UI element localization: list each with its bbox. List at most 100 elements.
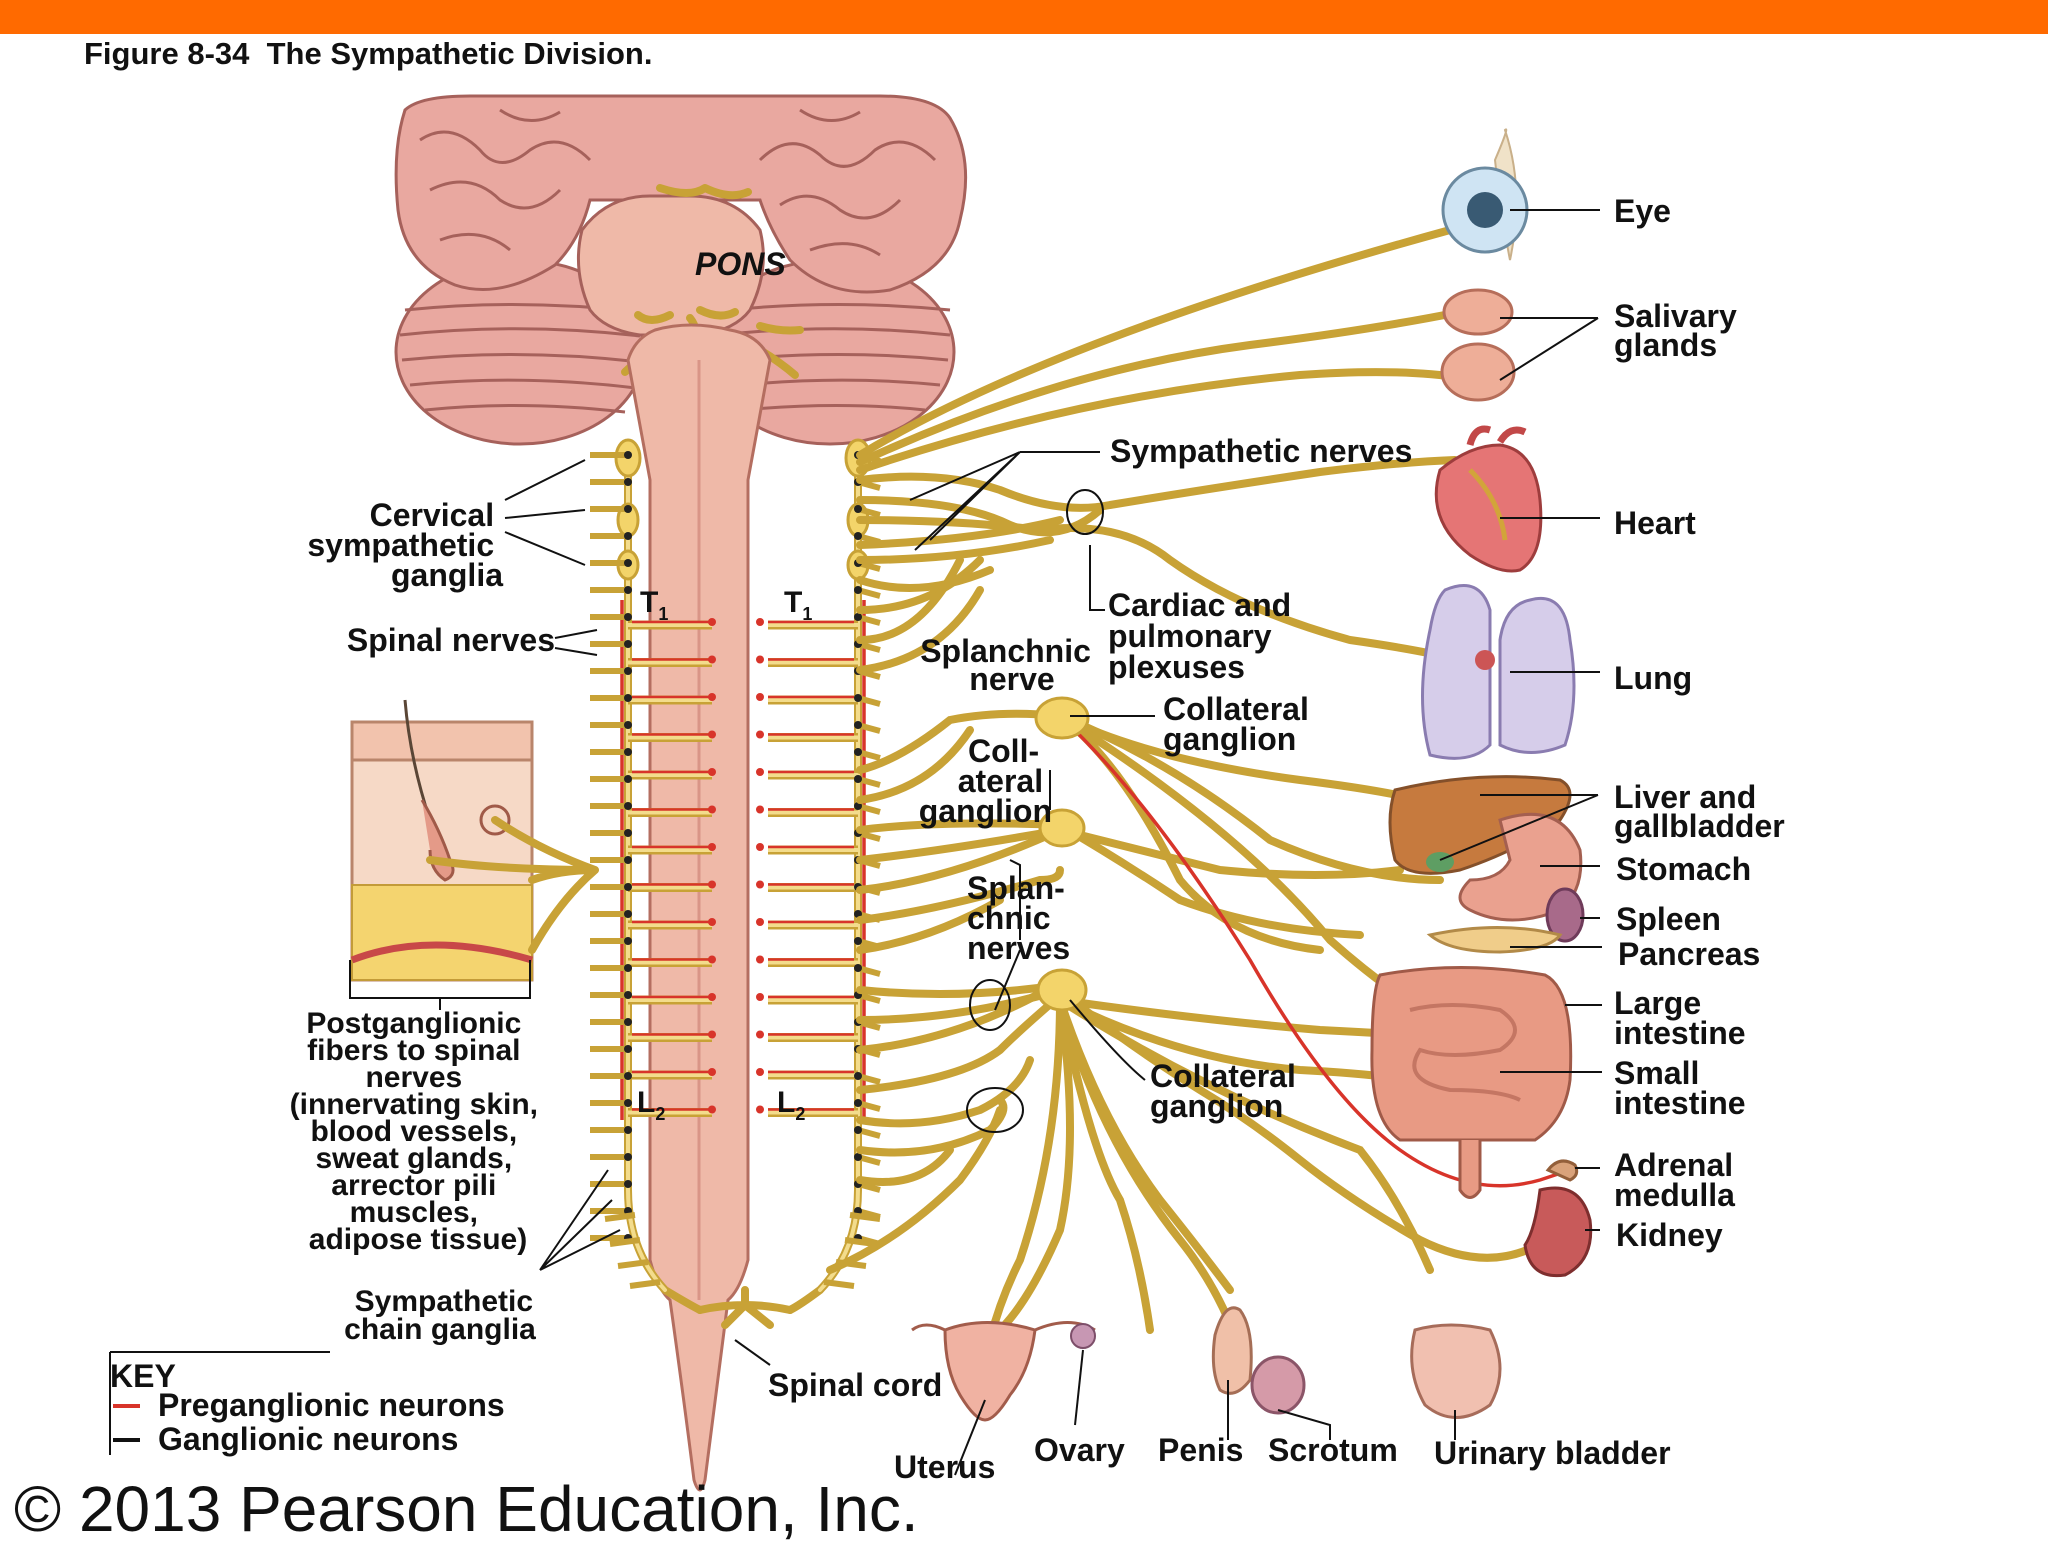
cord-root-dot — [708, 655, 716, 664]
lung-label: Lung — [1614, 660, 1692, 696]
sacral-nerve-stub — [823, 1279, 855, 1289]
splanchnic-nerve-label: Splanchnic nerve — [920, 633, 1100, 697]
heart-illustration — [1434, 425, 1543, 573]
chain-ganglion-dot — [624, 451, 632, 459]
chain-ganglion-dot — [624, 910, 632, 918]
legend-key: KEY Preganglionic neurons Ganglionic neu… — [110, 1358, 505, 1457]
key-ganglionic: Ganglionic neurons — [158, 1421, 458, 1457]
male-organs-illustration — [1211, 1306, 1306, 1415]
chain-ganglion-dot — [854, 694, 862, 702]
ovary-label: Ovary — [1034, 1432, 1125, 1468]
copyright-notice: © 2013 Pearson Education, Inc. — [14, 1473, 919, 1545]
cord-root-dot — [756, 693, 764, 701]
chain-ganglion-dot — [624, 532, 632, 540]
sympathetic-chain-ganglia-label: Sympathetic chain ganglia — [344, 1285, 541, 1346]
chain-ganglion-dot — [854, 937, 862, 945]
cord-root-dot — [756, 730, 764, 739]
skin-illustration — [350, 699, 599, 982]
chain-ganglion-dot — [624, 937, 632, 945]
cord-root-dot — [708, 1068, 716, 1076]
chain-ganglion-dot — [854, 964, 862, 972]
chain-ganglion-dot — [624, 1018, 632, 1026]
cord-root-dot — [708, 918, 716, 926]
urinary-bladder-label: Urinary bladder — [1434, 1435, 1671, 1471]
collateral-ganglion-low-label: Collateral ganglion — [1150, 1058, 1305, 1124]
sympathetic-nerves-label: Sympathetic nerves — [1110, 433, 1412, 469]
pancreas-label: Pancreas — [1618, 936, 1760, 972]
header-bar — [0, 0, 2048, 34]
cord-root-dot — [756, 955, 764, 964]
chain-ganglion-dot — [624, 1126, 632, 1134]
chain-ganglion-dot — [624, 964, 632, 972]
cord-root-dot — [756, 618, 764, 626]
chain-ganglion-dot — [624, 1045, 632, 1053]
chain-ganglion-dot — [624, 694, 632, 702]
sacral-nerve-stub — [609, 1237, 641, 1247]
chain-ganglion-dot — [624, 505, 632, 513]
salivary-glands-illustration — [1440, 288, 1516, 402]
adrenal-medulla-label: Adrenal medulla — [1614, 1147, 1742, 1213]
chain-ganglion-dot — [854, 586, 862, 594]
chain-ganglion-dot — [854, 748, 862, 756]
chain-ganglion-dot — [854, 802, 862, 810]
chain-ganglion-dot — [624, 991, 632, 999]
chain-ganglion-dot — [854, 1153, 862, 1161]
spinal-nerves-label: Spinal nerves — [347, 622, 555, 658]
chain-ganglion-dot — [624, 1072, 632, 1080]
chain-ganglion-dot — [854, 721, 862, 729]
liver-gallbladder-label: Liver and gallbladder — [1614, 779, 1785, 844]
cord-root-dot — [756, 1068, 764, 1076]
pons-label: PONS — [695, 246, 786, 282]
intestines-illustration — [1370, 966, 1573, 1199]
cervical-ganglia-label: Cervical sympathetic ganglia — [307, 497, 503, 593]
sacral-nerve-stub — [617, 1259, 649, 1269]
uterus-illustration — [911, 1321, 1096, 1422]
chain-ganglion-dot — [624, 748, 632, 756]
chain-ganglion-dot — [854, 775, 862, 783]
cord-root-dot — [708, 1030, 716, 1039]
cord-root-dot — [756, 1105, 764, 1114]
salivary-glands-label: Salivary glands — [1614, 298, 1746, 363]
penis-label: Penis — [1158, 1432, 1243, 1468]
chain-ganglion-dot — [624, 640, 632, 648]
cord-root-dot — [708, 993, 716, 1001]
sacral-nerve-stub — [844, 1237, 876, 1247]
cord-root-dot — [708, 843, 716, 851]
sacral-nerve-stub — [629, 1279, 661, 1289]
chain-ganglion-dot — [854, 532, 862, 540]
postganglionic-fibers-label: Postganglionic fibers to spinal nerves (… — [290, 1007, 547, 1256]
spinal-cord-label: Spinal cord — [768, 1367, 942, 1403]
figure-title: Figure 8-34 The Sympathetic Division. — [84, 36, 653, 71]
chain-ganglion-dot — [624, 613, 632, 621]
chain-ganglion-dot — [624, 775, 632, 783]
chain-ganglion-dot — [854, 613, 862, 621]
chain-ganglion-dot — [624, 1180, 632, 1188]
spleen-pancreas-illustration — [1426, 887, 1585, 954]
chain-ganglion-dot — [624, 667, 632, 675]
key-title: KEY — [110, 1358, 176, 1394]
large-intestine-label: Large intestine — [1614, 985, 1746, 1051]
cord-root-dot — [708, 618, 716, 626]
t1-right-label: T1 — [784, 586, 812, 624]
cord-root-dot — [756, 993, 764, 1001]
chain-ganglion-dot — [854, 505, 862, 513]
cord-root-dot — [756, 805, 764, 814]
key-preganglionic: Preganglionic neurons — [158, 1387, 505, 1423]
stomach-label: Stomach — [1616, 851, 1751, 887]
collateral-ganglion-mid-label: Coll- ateral ganglion — [919, 733, 1052, 829]
chain-ganglion-dot — [624, 1153, 632, 1161]
chain-ganglion-dot — [624, 802, 632, 810]
lung-illustration — [1421, 584, 1576, 760]
chain-ganglion-dot — [624, 478, 632, 486]
ganglion-impar — [696, 1286, 794, 1329]
cord-root-dot — [756, 655, 764, 664]
splanchnic-nerves-label: Splan- chnic nerves — [967, 870, 1074, 966]
chain-ganglion-dot — [624, 883, 632, 891]
stomach-illustration — [1458, 812, 1583, 922]
cord-root-dot — [756, 918, 764, 926]
cord-root-dot — [756, 843, 764, 851]
chain-ganglion-dot — [624, 721, 632, 729]
spleen-label: Spleen — [1616, 901, 1721, 937]
eye-illustration — [1441, 128, 1529, 261]
uterus-label: Uterus — [894, 1449, 995, 1485]
